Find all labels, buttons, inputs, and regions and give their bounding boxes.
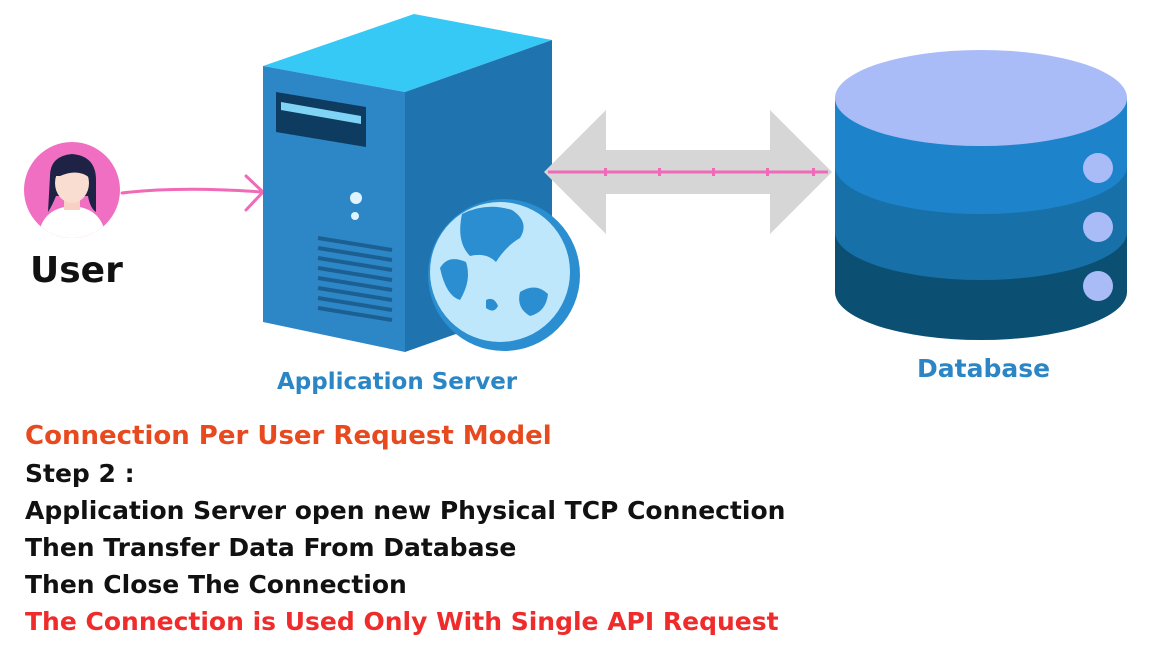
model-title: Connection Per User Request Model <box>25 421 552 451</box>
user-avatar-icon <box>24 142 120 238</box>
step-line-3: Then Close The Connection <box>25 570 407 599</box>
explanation-text: Connection Per User Request Model Step 2… <box>25 418 785 640</box>
arrow-right-icon <box>120 174 265 212</box>
step-line-1: Application Server open new Physical TCP… <box>25 496 786 525</box>
step-line-4: The Connection is Used Only With Single … <box>25 607 779 636</box>
user-label: User <box>30 250 123 291</box>
database-cylinder-icon <box>835 50 1127 340</box>
step-heading: Step 2 : <box>25 459 135 488</box>
database-label: Database <box>917 354 1051 383</box>
step-line-2: Then Transfer Data From Database <box>25 533 517 562</box>
application-server-label: Application Server <box>277 369 518 395</box>
double-arrow-icon <box>544 110 832 234</box>
globe-icon <box>428 199 580 351</box>
